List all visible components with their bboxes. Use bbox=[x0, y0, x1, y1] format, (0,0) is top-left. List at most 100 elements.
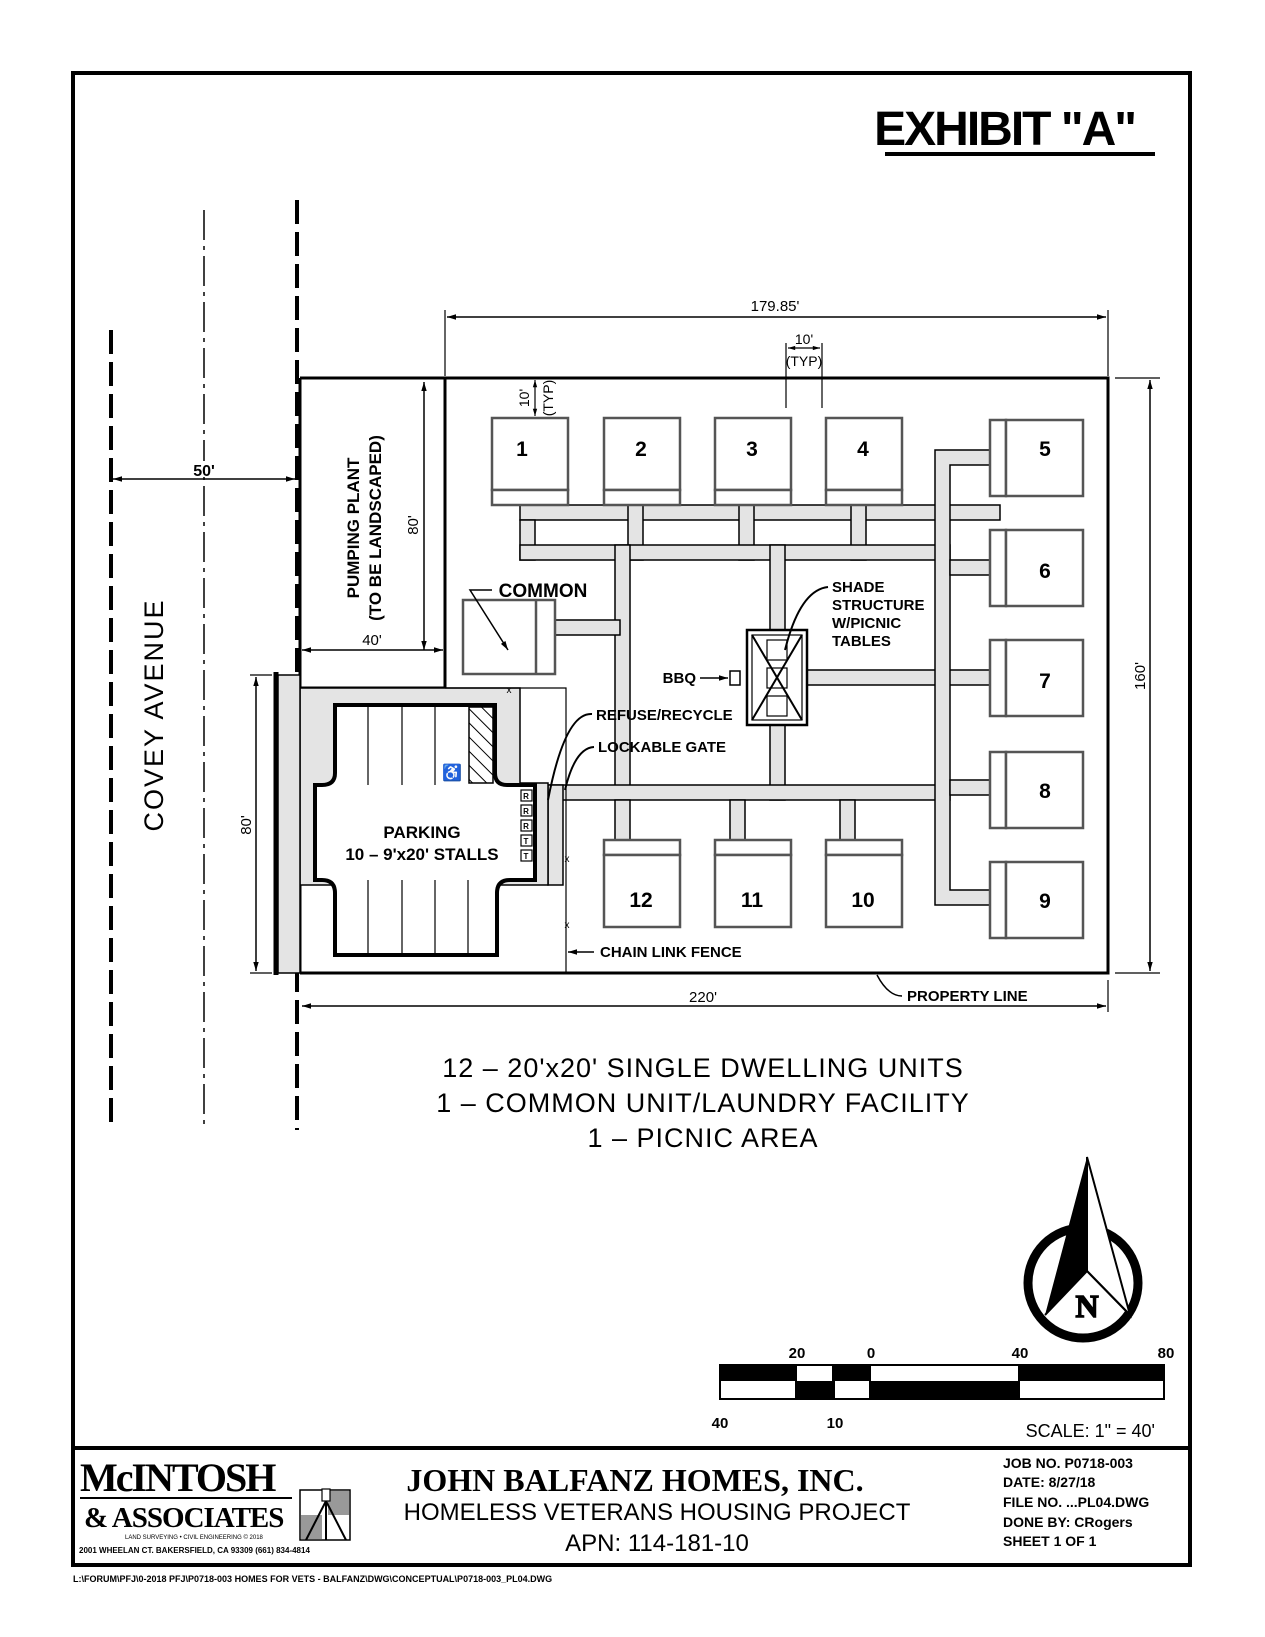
right-height-label: 160' bbox=[1132, 662, 1149, 690]
sheet-border bbox=[71, 71, 1192, 1567]
drawing-date: DATE: 8/27/18 bbox=[1003, 1474, 1096, 1490]
accessible-aisle bbox=[468, 706, 494, 784]
unit-number: 9 bbox=[1039, 890, 1051, 913]
north-arrow-icon bbox=[1023, 1156, 1143, 1343]
unit-9 bbox=[988, 860, 1085, 940]
exhibit-title: EXHIBIT "A" bbox=[874, 103, 1135, 156]
client-name: JOHN BALFANZ HOMES, INC. bbox=[406, 1462, 863, 1498]
firm-logo: McINTOSH & ASSOCIATES LAND SURVEYING • C… bbox=[79, 1455, 351, 1555]
unit-11 bbox=[713, 838, 793, 929]
apn-number: APN: 114-181-10 bbox=[565, 1530, 749, 1557]
common-label: COMMON bbox=[499, 581, 588, 602]
parking-stall-count: 10 – 9'x20' STALLS bbox=[345, 845, 498, 864]
bbq-label: BBQ bbox=[663, 670, 697, 687]
done-by: DONE BY: CRogers bbox=[1003, 1514, 1133, 1530]
scale-text: SCALE: 1" = 40' bbox=[1026, 1421, 1155, 1441]
picnic-table bbox=[766, 667, 788, 689]
unit-7 bbox=[988, 638, 1085, 718]
unit-number: 2 bbox=[635, 438, 647, 461]
unit-setback-note: (TYP) bbox=[540, 380, 556, 417]
firm-tagline: LAND SURVEYING • CIVIL ENGINEERING © 201… bbox=[125, 1534, 264, 1541]
refuse-recycle-label: REFUSE/RECYCLE bbox=[596, 707, 733, 724]
parking-stall-lines bbox=[367, 705, 469, 955]
job-number: JOB NO. P0718-003 bbox=[1003, 1455, 1133, 1471]
unit-5 bbox=[988, 418, 1085, 498]
bin-label: R bbox=[523, 822, 529, 831]
unit-number: 3 bbox=[746, 438, 758, 461]
common-unit bbox=[461, 598, 557, 676]
unit-1 bbox=[490, 416, 570, 507]
scale-tick-label: 80 bbox=[1158, 1345, 1175, 1362]
unit-number: 12 bbox=[629, 889, 652, 912]
scale-tick-label: 40 bbox=[712, 1415, 729, 1432]
unit-10 bbox=[824, 838, 904, 929]
summary-line: 1 – PICNIC AREA bbox=[587, 1123, 818, 1153]
unit-number: 6 bbox=[1039, 560, 1051, 583]
property-line-label: PROPERTY LINE bbox=[907, 988, 1028, 1005]
unit-number: 7 bbox=[1039, 670, 1051, 693]
unit-number: 8 bbox=[1039, 780, 1051, 803]
summary-line: 1 – COMMON UNIT/LAUNDRY FACILITY bbox=[436, 1088, 970, 1118]
file-number: FILE NO. ...PL04.DWG bbox=[1003, 1494, 1149, 1510]
bin-label: T bbox=[524, 837, 529, 846]
unit-number: 10 bbox=[851, 889, 874, 912]
unit-2 bbox=[602, 416, 682, 507]
scale-tick-label: 0 bbox=[867, 1345, 875, 1362]
pumping-plant-label: PUMPING PLANT bbox=[344, 457, 363, 598]
property-line bbox=[300, 376, 1110, 975]
scale-bar bbox=[719, 1364, 1165, 1400]
bin-label: T bbox=[524, 852, 529, 861]
unit-4 bbox=[824, 416, 904, 507]
unit-3 bbox=[713, 416, 793, 507]
shade-label-line3: W/PICNIC bbox=[832, 615, 901, 632]
street-name: COVEY AVENUE bbox=[139, 598, 169, 831]
bbq-grill bbox=[729, 670, 741, 686]
shade-label-line4: TABLES bbox=[832, 633, 891, 650]
picnic-table bbox=[766, 695, 788, 717]
shade-label-line2: STRUCTURE bbox=[832, 597, 925, 614]
pumping-plant-note: (TO BE LANDSCAPED) bbox=[366, 435, 385, 621]
lockable-gate-label: LOCKABLE GATE bbox=[598, 739, 726, 756]
bottom-width-label: 220' bbox=[689, 989, 717, 1006]
walkway-network bbox=[519, 449, 1001, 906]
shade-structure bbox=[745, 628, 809, 727]
svg-text:x: x bbox=[565, 854, 570, 865]
top-width-label: 179.85' bbox=[751, 298, 800, 315]
accessible-parking-icon: ♿ bbox=[442, 763, 462, 782]
chain-link-fence-label: CHAIN LINK FENCE bbox=[600, 944, 742, 961]
refuse-bins bbox=[520, 789, 533, 862]
sidewalk bbox=[277, 674, 301, 974]
north-arrow-letter: N bbox=[1075, 1288, 1098, 1324]
sheet-number: SHEET 1 OF 1 bbox=[1003, 1533, 1097, 1549]
svg-text:x: x bbox=[507, 685, 512, 696]
bin-label: R bbox=[523, 807, 529, 816]
project-name: HOMELESS VETERANS HOUSING PROJECT bbox=[404, 1499, 911, 1526]
unit-12 bbox=[602, 838, 682, 929]
unit-spacing-label: 10' bbox=[795, 331, 813, 347]
scale-tick-label: 10 bbox=[827, 1415, 844, 1432]
scale-tick-label: 20 bbox=[789, 1345, 806, 1362]
unit-8 bbox=[988, 750, 1085, 830]
unit-spacing-note: (TYP) bbox=[786, 353, 823, 369]
dwelling-units bbox=[490, 416, 1085, 940]
summary-line: 12 – 20'x20' SINGLE DWELLING UNITS bbox=[442, 1053, 964, 1083]
bin-label: R bbox=[523, 792, 529, 801]
scale-tick-label: 40 bbox=[1012, 1345, 1029, 1362]
unit-number: 1 bbox=[516, 438, 528, 461]
unit-setback-label: 10' bbox=[516, 389, 532, 407]
picnic-table bbox=[766, 639, 788, 661]
chain-link-fence bbox=[445, 687, 567, 973]
firm-address: 2001 WHEELAN CT. BAKERSFIELD, CA 93309 (… bbox=[79, 1546, 310, 1555]
unit-6 bbox=[988, 528, 1085, 608]
unit-number: 4 bbox=[857, 438, 869, 461]
street-width-label: 50' bbox=[193, 463, 215, 480]
unit-number: 11 bbox=[741, 889, 764, 912]
pumping-height-label: 80' bbox=[405, 515, 422, 535]
shade-label-line1: SHADE bbox=[832, 579, 885, 596]
svg-text:x: x bbox=[565, 920, 570, 931]
parking-label: PARKING bbox=[383, 823, 460, 842]
cad-file-path: L:\FORUM\PFJ\0-2018 PFJ\P0718-003 HOMES … bbox=[73, 1574, 552, 1584]
firm-name-line1: McINTOSH bbox=[80, 1455, 276, 1500]
pumping-width-label: 40' bbox=[362, 632, 382, 649]
